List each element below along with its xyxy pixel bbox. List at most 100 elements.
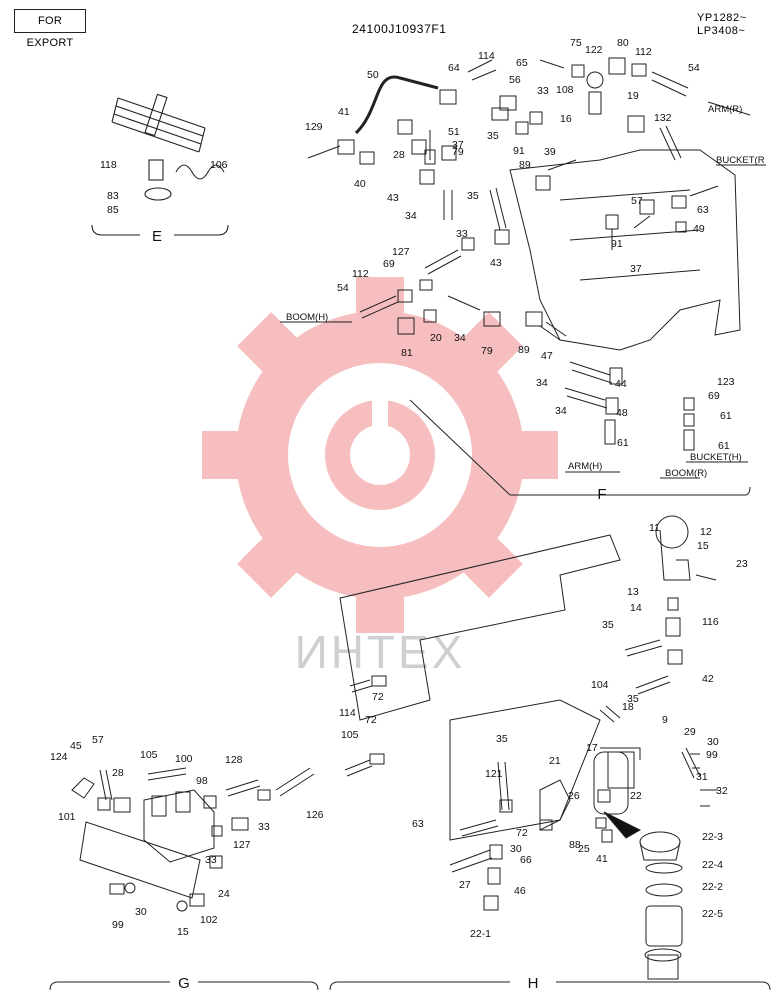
part-number-callout: 42 [702,673,714,685]
part-number-callout: 72 [372,691,384,703]
tag-bucket-r: BUCKET(R [716,155,765,166]
part-number-callout: 72 [516,827,528,839]
part-number-callout: 28 [112,767,124,779]
part-number-callout: 37 [452,139,464,151]
part-number-callout: 61 [720,410,732,422]
part-number-callout: 14 [630,602,642,614]
part-number-callout: 124 [50,751,68,763]
control-valve-body [509,149,741,351]
part-number-callout: 105 [341,729,359,741]
part-number-callout: 29 [684,726,696,738]
part-number-callout: 123 [717,376,735,388]
part-number-callout: 48 [616,407,628,419]
part-number-callout: 63 [697,204,709,216]
serial-range-2: LP3408~ [697,25,746,37]
tag-boom-h: BOOM(H) [286,312,328,323]
part-number-callout: 121 [485,768,503,780]
part-number-callout: 54 [688,62,700,74]
part-number-callout: 116 [702,616,719,628]
clamp-83-85 [144,187,172,201]
part-number-callout: 22-3 [702,831,723,843]
watermark-text: ИНТЕХ [295,626,466,678]
part-number-callout: 61 [617,437,629,449]
part-number-callout: 72 [365,714,377,726]
part-number-callout: 50 [367,69,379,81]
part-number-callout: 40 [354,178,366,190]
part-number-callout: 35 [467,190,479,202]
part-number-callout: 132 [654,112,672,124]
part-number-callout: 33 [456,228,468,240]
tag-bucket-h: BUCKET(H) [690,452,742,463]
part-number-callout: 46 [514,885,526,897]
tag-boom-r: BOOM(R) [665,468,707,479]
assembly-g-bracket [49,981,319,991]
part-number-callout: 15 [177,926,189,938]
part-number-callout: 35 [487,130,499,142]
part-number-callout: 34 [405,210,417,222]
part-number-callout: 112 [635,46,652,58]
part-number-callout: 126 [306,809,324,821]
part-number-callout: 33 [258,821,270,833]
part-number-callout: 91 [611,238,623,250]
part-number-callout: 44 [615,378,627,390]
part-number-callout: 99 [706,749,718,761]
plate-101 [79,821,201,899]
part-number-callout: 41 [338,106,350,118]
part-number-callout: 35 [602,619,614,631]
part-number-callout: 28 [393,149,405,161]
part-number-callout: 100 [175,753,193,765]
tag-arm-h: ARM(H) [568,461,602,472]
part-number-callout: 37 [630,263,642,275]
part-number-callout: 9 [662,714,668,726]
part-number-callout: 27 [459,879,471,891]
part-number-callout: 43 [387,192,399,204]
part-number-callout: 21 [549,755,561,767]
part-number-callout: 26 [568,790,580,802]
part-number-callout: 102 [200,914,218,926]
part-number-callout: 75 [570,37,582,49]
inset-e-bracket [91,224,229,236]
part-number-callout: 80 [617,37,629,49]
part-number-callout: 47 [541,350,553,362]
section-g-label: G [178,975,190,992]
part-number-callout: 57 [631,195,643,207]
frame-outline [339,534,621,721]
part-number-callout: 114 [339,707,356,719]
export-label: FOR EXPORT [14,9,86,49]
part-number-callout: 15 [697,540,709,552]
part-number-callout: 32 [716,785,728,797]
part-number-callout: 22-1 [470,928,491,940]
part-number-callout: 118 [100,159,117,171]
part-number-callout: 64 [448,62,460,74]
part-number-callout: 20 [430,332,442,344]
part-number-callout: 34 [536,377,548,389]
part-number-callout: 35 [627,693,639,705]
part-number-callout: 54 [337,282,349,294]
part-number-callout: 23 [736,558,748,570]
part-number-callout: 25 [578,843,590,855]
part-number-callout: 22-5 [702,908,723,920]
part-number-callout: 79 [452,146,464,158]
part-number-callout: 85 [107,204,119,216]
part-number-callout: 16 [560,113,572,125]
part-number-callout: 30 [510,843,522,855]
part-number-callout: 33 [537,85,549,97]
part-number-callout: 89 [518,344,530,356]
part-number-callout: 99 [112,919,124,931]
part-number-callout: 98 [196,775,208,787]
part-number-callout: 91 [513,145,525,157]
part-number-callout: 69 [383,258,395,270]
part-number-callout: 45 [70,740,82,752]
section-f-label: F [597,486,606,503]
part-number-callout: 89 [519,159,531,171]
part-number-callout: 61 [718,440,730,452]
part-number-callout: 63 [412,818,424,830]
part-number-callout: 83 [107,190,119,202]
part-number-callout: 129 [305,121,323,133]
part-number-callout: 30 [707,736,719,748]
assembly-f-bracket [409,399,751,496]
part-number-callout: 13 [627,586,639,598]
part-number-callout: 49 [693,223,705,235]
